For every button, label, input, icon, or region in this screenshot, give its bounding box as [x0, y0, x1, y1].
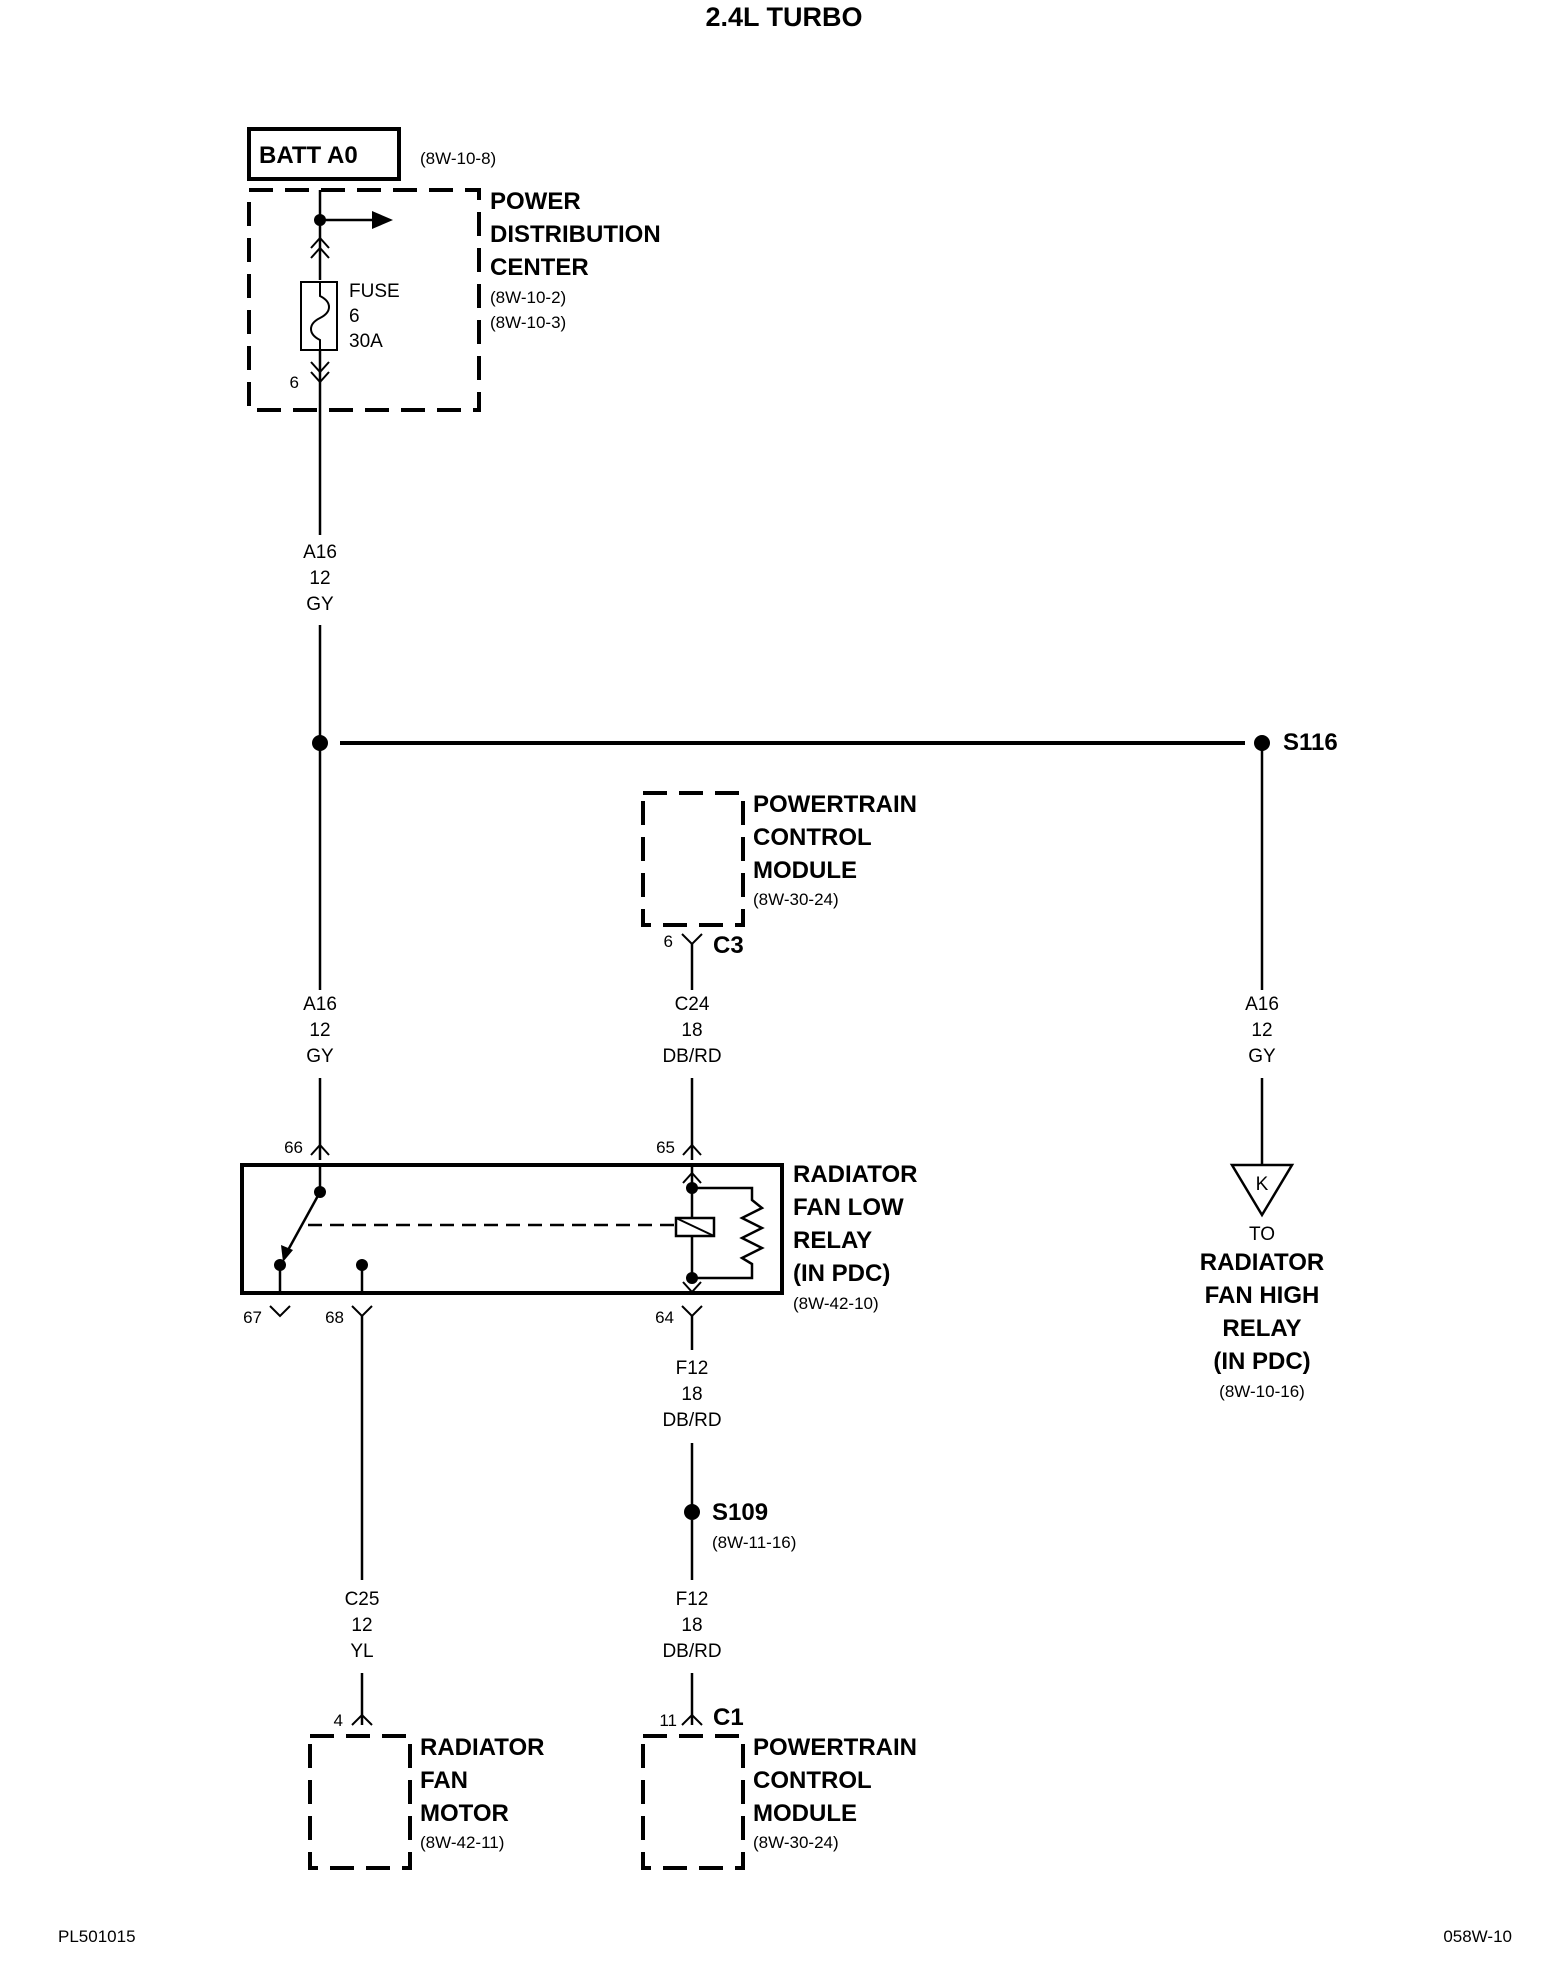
- pdc-ref-2: (8W-10-3): [490, 313, 566, 332]
- wire5-gauge: 18: [681, 1384, 702, 1405]
- wire6-circuit: C25: [345, 1589, 380, 1610]
- pin68-label: 68: [325, 1308, 344, 1327]
- footer-right-code: 058W-10: [1443, 1927, 1512, 1946]
- pcm-bottom-ref: (8W-30-24): [753, 1833, 839, 1852]
- pcm-bottom-connector: [681, 1713, 703, 1726]
- pdc-ref-1: (8W-10-2): [490, 288, 566, 307]
- pdc-bus: [310, 190, 393, 280]
- to-k-label-2: FAN HIGH: [1205, 1282, 1320, 1309]
- pin67-label: 67: [243, 1308, 262, 1327]
- splice-s109-ref: (8W-11-16): [712, 1533, 796, 1552]
- wire6-color: YL: [350, 1641, 373, 1662]
- wire7-gauge: 18: [681, 1615, 702, 1636]
- wire1-circuit: A16: [303, 542, 337, 563]
- wire5-circuit: F12: [676, 1358, 709, 1379]
- pcm-top-pin: 6: [664, 932, 673, 951]
- diagram-title: 2.4L TURBO: [705, 2, 862, 32]
- pcm-top-label-1: POWERTRAIN: [753, 791, 917, 818]
- splice-s116-label: S116: [1283, 729, 1338, 756]
- wire7-circuit: F12: [676, 1589, 709, 1610]
- pcm-bottom-label-3: MODULE: [753, 1800, 857, 1827]
- pcm-top-label-3: MODULE: [753, 857, 857, 884]
- fan-motor-outline: [308, 1734, 412, 1870]
- pcm-top-ref: (8W-30-24): [753, 890, 839, 909]
- pin64-connector: [681, 1305, 703, 1318]
- pcm-bottom-outline: [641, 1734, 745, 1870]
- relay-label-2: FAN LOW: [793, 1194, 904, 1221]
- pcm-bottom-pin: 11: [659, 1711, 677, 1730]
- pdc-label-3: CENTER: [490, 254, 589, 281]
- pcm-top-outline: [641, 791, 745, 927]
- to-k-ref: (8W-10-16): [1219, 1382, 1305, 1401]
- batt-a0-box: [247, 127, 401, 181]
- to-k-label-1: RADIATOR: [1200, 1249, 1324, 1276]
- wire6-gauge: 12: [351, 1615, 372, 1636]
- wire5-color: DB/RD: [662, 1410, 721, 1431]
- fuse-6-symbol: [300, 281, 338, 351]
- wire1-color: GY: [306, 594, 334, 615]
- fuse-label-3: 30A: [349, 331, 383, 352]
- wire2-color: GY: [306, 1046, 334, 1067]
- fan-motor-connector: [351, 1713, 373, 1726]
- wire3-circuit: C24: [675, 994, 710, 1015]
- pcm-top-connector-label: C3: [713, 932, 744, 959]
- pin68-connector: [351, 1305, 373, 1318]
- fan-motor-pin: 4: [334, 1711, 343, 1730]
- batt-a0-ref: (8W-10-8): [420, 149, 496, 168]
- to-k-label-4: (IN PDC): [1213, 1348, 1310, 1375]
- pin67-connector: [269, 1305, 291, 1318]
- wire4-gauge: 12: [1251, 1020, 1272, 1041]
- wire2-circuit: A16: [303, 994, 337, 1015]
- pin65-label: 65: [656, 1138, 675, 1157]
- pcm-bottom-label-2: CONTROL: [753, 1767, 872, 1794]
- fan-motor-label-2: FAN: [420, 1767, 468, 1794]
- pcm-bottom-connector-label: C1: [713, 1704, 744, 1731]
- wire1-gauge: 12: [309, 568, 330, 589]
- relay-label-3: RELAY: [793, 1227, 872, 1254]
- pcm-bottom-label-1: POWERTRAIN: [753, 1734, 917, 1761]
- fuse-pin-number: 6: [290, 373, 299, 392]
- to-k-letter: K: [1256, 1174, 1269, 1195]
- batt-a0-label: BATT A0: [259, 142, 358, 169]
- pdc-outline: [247, 188, 481, 412]
- relay-switch: [274, 1165, 676, 1293]
- fan-motor-label-1: RADIATOR: [420, 1734, 544, 1761]
- fan-motor-ref: (8W-42-11): [420, 1833, 504, 1852]
- pin66-connector: [310, 1143, 330, 1156]
- wire2-gauge: 12: [309, 1020, 330, 1041]
- pcm-top-label-2: CONTROL: [753, 824, 872, 851]
- wire4-circuit: A16: [1245, 994, 1279, 1015]
- pin64-label: 64: [655, 1308, 674, 1327]
- to-k-to: TO: [1249, 1224, 1275, 1245]
- pdc-label-1: POWER: [490, 188, 581, 215]
- relay-label-4: (IN PDC): [793, 1260, 890, 1287]
- wire7-color: DB/RD: [662, 1641, 721, 1662]
- wire4-color: GY: [1248, 1046, 1276, 1067]
- relay-ref: (8W-42-10): [793, 1294, 879, 1313]
- footer-left-code: PL501015: [58, 1927, 136, 1946]
- fuse-label-1: FUSE: [349, 281, 400, 302]
- pin66-label: 66: [284, 1138, 303, 1157]
- pin65-connector: [682, 1143, 702, 1156]
- splice-s109-label: S109: [712, 1499, 768, 1526]
- wire3-color: DB/RD: [662, 1046, 721, 1067]
- wire3-gauge: 18: [681, 1020, 702, 1041]
- relay-coil: [674, 1165, 765, 1294]
- fan-motor-label-3: MOTOR: [420, 1800, 509, 1827]
- pdc-label-2: DISTRIBUTION: [490, 221, 661, 248]
- fuse-label-2: 6: [349, 306, 360, 327]
- fuse-output-connector: [310, 350, 330, 410]
- splice-s109-dot: [684, 1504, 700, 1520]
- relay-label-1: RADIATOR: [793, 1161, 917, 1188]
- to-k-label-3: RELAY: [1222, 1315, 1301, 1342]
- to-k-triangle: [1229, 1163, 1295, 1218]
- relay-box: [240, 1163, 784, 1295]
- pcm-top-connector: [681, 933, 703, 946]
